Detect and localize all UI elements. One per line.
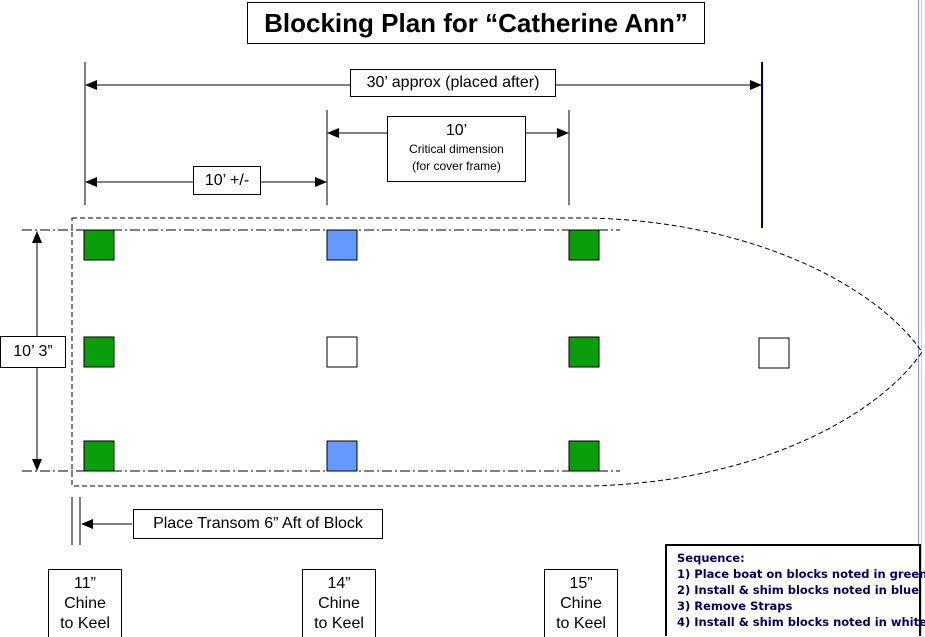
sequence-step-4: 4) Install & shim blocks noted in white xyxy=(677,615,925,629)
right-frame-line xyxy=(918,0,919,636)
block-blue-station2-bottom xyxy=(326,440,358,472)
station-2-chine-label: 14” Chine to Keel xyxy=(302,569,376,637)
page-title: Blocking Plan for “Catherine Ann” xyxy=(247,2,705,44)
station-3-chine-label: 15” Chine to Keel xyxy=(544,569,618,637)
block-blue-station2-top xyxy=(326,229,358,261)
sequence-heading: Sequence: xyxy=(677,551,745,565)
station-2-line2: to Keel xyxy=(314,615,364,632)
station-3-value: 15” xyxy=(569,575,593,592)
sequence-step-3: 3) Remove Straps xyxy=(677,599,793,613)
sequence-box: Sequence: 1) Place boat on blocks noted … xyxy=(665,544,925,636)
transom-note-label: Place Transom 6” Aft of Block xyxy=(133,509,383,539)
station-1-chine-label: 11” Chine to Keel xyxy=(48,569,122,637)
critical-dimension-text: Critical dimension xyxy=(409,142,504,156)
block-green-station1-mid xyxy=(83,336,115,368)
critical-dimension-label: 10’ Critical dimension (for cover frame) xyxy=(387,116,526,182)
station-3-line1: Chine xyxy=(560,595,602,612)
station-2-value: 14” xyxy=(327,575,351,592)
beam-label: 10’ 3” xyxy=(0,336,66,368)
block-green-station3-top xyxy=(568,229,600,261)
block-white-bow xyxy=(758,337,790,369)
sequence-step-1: 1) Place boat on blocks noted in green xyxy=(677,567,925,581)
critical-dimension-note: (for cover frame) xyxy=(412,159,501,173)
station-2-line1: Chine xyxy=(318,595,360,612)
station-3-line2: to Keel xyxy=(556,615,606,632)
block-green-station3-mid xyxy=(568,336,600,368)
block-green-station1-bottom xyxy=(83,440,115,472)
right-frame-line-inner xyxy=(921,0,922,636)
critical-dimension-value: 10’ xyxy=(445,122,468,139)
overall-length-label: 30’ approx (placed after) xyxy=(350,69,556,97)
station-1-line1: Chine xyxy=(64,595,106,612)
station-1-value: 11” xyxy=(74,575,96,592)
station-1-line2: to Keel xyxy=(60,615,110,632)
block-green-station1-top xyxy=(83,229,115,261)
block-green-station3-bottom xyxy=(568,440,600,472)
first-span-label: 10’ +/- xyxy=(193,166,261,195)
hull-outline xyxy=(71,217,923,487)
sequence-step-2: 2) Install & shim blocks noted in blue xyxy=(677,583,920,597)
block-white-station2-mid xyxy=(326,336,358,368)
